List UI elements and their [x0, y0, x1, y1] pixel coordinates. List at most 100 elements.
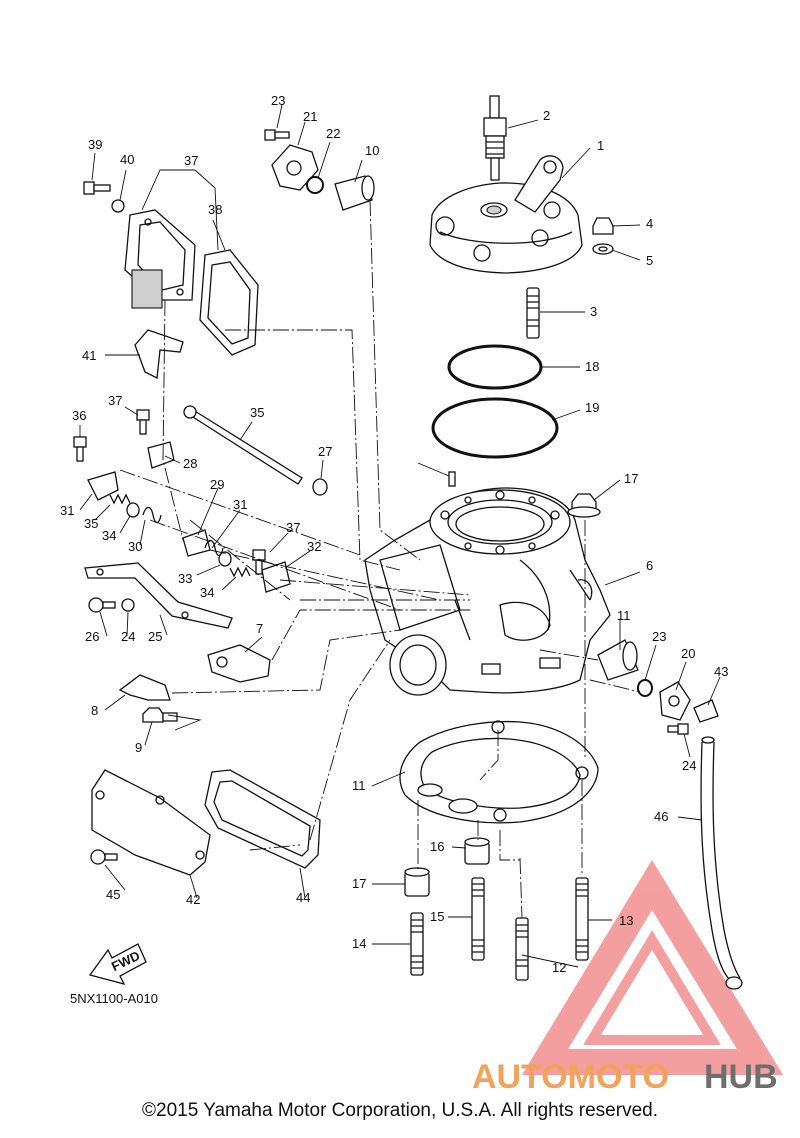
washer-part	[312, 478, 328, 496]
callout-number: 2	[543, 108, 550, 123]
bolt-part	[73, 436, 87, 462]
stud-bolt-part	[410, 912, 424, 976]
callout-number: 26	[85, 629, 99, 644]
callout-number: 34	[102, 528, 116, 543]
cover-gasket-part	[199, 249, 259, 356]
nut-part	[592, 217, 614, 235]
leader-lines	[79, 104, 721, 968]
callout-number: 7	[256, 621, 263, 636]
callout-number: 41	[82, 348, 96, 363]
collar-part	[464, 837, 490, 865]
callout-number: 11	[617, 608, 631, 623]
watermark-brand: AUTOMOTO HUB	[472, 1058, 778, 1096]
housing-cover-part	[659, 681, 691, 721]
o-ring-20	[431, 397, 559, 459]
cylinder-part	[364, 487, 611, 696]
valve-part	[597, 639, 639, 681]
callout-number: 22	[326, 126, 340, 141]
callout-number: 19	[585, 400, 599, 415]
callout-number: 46	[654, 809, 668, 824]
forward-arrow-icon: FWD	[88, 943, 147, 985]
callout-number: 20	[681, 646, 695, 661]
valve-lever-part	[87, 471, 119, 501]
callout-number: 45	[106, 887, 120, 902]
callout-labels: 1234567891011111213141516171718192021222…	[60, 93, 728, 975]
bracket-part	[134, 329, 184, 380]
callout-number: 32	[307, 539, 321, 554]
callout-number: 29	[210, 477, 224, 492]
callout-number: 23	[271, 93, 285, 108]
screw-part	[88, 597, 116, 613]
callout-number: 39	[88, 137, 102, 152]
watermark-brand-part1: AUTOMOTO	[472, 1058, 669, 1096]
callout-number: 31	[60, 503, 74, 518]
valve-holder-part	[207, 644, 271, 683]
washer-part	[111, 199, 125, 213]
callout-number: 44	[296, 890, 310, 905]
spring-part	[229, 566, 251, 578]
bolt-part	[136, 409, 150, 435]
callout-number: 11	[352, 778, 366, 793]
callout-number: 8	[91, 703, 98, 718]
copyright-notice: ©2015 Yamaha Motor Corporation, U.S.A. A…	[142, 1100, 658, 1121]
bolt-part	[264, 129, 290, 141]
callout-number: 35	[84, 516, 98, 531]
valve-rod-part	[183, 405, 303, 485]
stud-bolt-part	[575, 877, 589, 961]
stud-bolt-part	[515, 917, 529, 981]
callout-number: 10	[365, 143, 379, 158]
o-ring-part	[306, 176, 324, 194]
collar-part	[404, 867, 430, 897]
valve-part	[334, 175, 375, 211]
bolt-part	[83, 181, 111, 195]
callout-number: 24	[682, 758, 696, 773]
flange-bolt-part	[567, 493, 601, 518]
dowel-pin-part	[448, 471, 456, 487]
callout-number: 37	[108, 393, 122, 408]
callout-number: 1	[597, 138, 604, 153]
callout-number: 40	[120, 152, 134, 167]
screw-part	[90, 849, 118, 865]
watermark-logo	[521, 859, 784, 1075]
callout-number: 17	[624, 471, 638, 486]
exhaust-gasket-part	[204, 769, 321, 869]
callout-number: 5	[646, 253, 653, 268]
stud-bolt-part	[526, 287, 540, 339]
o-ring-19	[447, 344, 543, 390]
watermark-brand-part2: HUB	[704, 1058, 778, 1096]
callout-number: 12	[552, 960, 566, 975]
washer-part	[121, 598, 135, 612]
callout-number: 13	[619, 913, 633, 928]
valve-lever-part	[182, 529, 211, 557]
callout-number: 36	[72, 408, 86, 423]
cylinder-head-part	[429, 155, 583, 274]
callout-number: 27	[318, 444, 332, 459]
callout-number: 37	[184, 153, 198, 168]
callout-number: 30	[128, 539, 142, 554]
callout-number: 17	[352, 876, 366, 891]
washer-part	[126, 502, 140, 518]
spring-part	[142, 506, 162, 524]
callout-number: 18	[585, 359, 599, 374]
assembly-dashed-lines	[119, 199, 641, 919]
housing-cover-part	[271, 144, 319, 191]
spring-part	[204, 539, 224, 557]
callout-number: 38	[208, 202, 222, 217]
callout-number: 42	[186, 892, 200, 907]
washer-part	[592, 243, 614, 255]
hose-fitting-part	[693, 699, 719, 723]
callout-number: 28	[183, 456, 197, 471]
spark-plug-part	[483, 95, 507, 181]
callout-number: 6	[646, 558, 653, 573]
callout-number: 37	[286, 520, 300, 535]
callout-number: 21	[303, 109, 317, 124]
valve-cover-part	[124, 209, 196, 309]
callout-number: 23	[652, 629, 666, 644]
link-plate-part	[84, 562, 233, 629]
drawing-code: 5NX1100-A010	[70, 991, 158, 1006]
callout-number: 9	[135, 740, 142, 755]
callout-number: 24	[121, 629, 135, 644]
callout-number: 35	[250, 405, 264, 420]
valve-lever-part	[147, 441, 175, 469]
spring-part	[109, 493, 131, 505]
